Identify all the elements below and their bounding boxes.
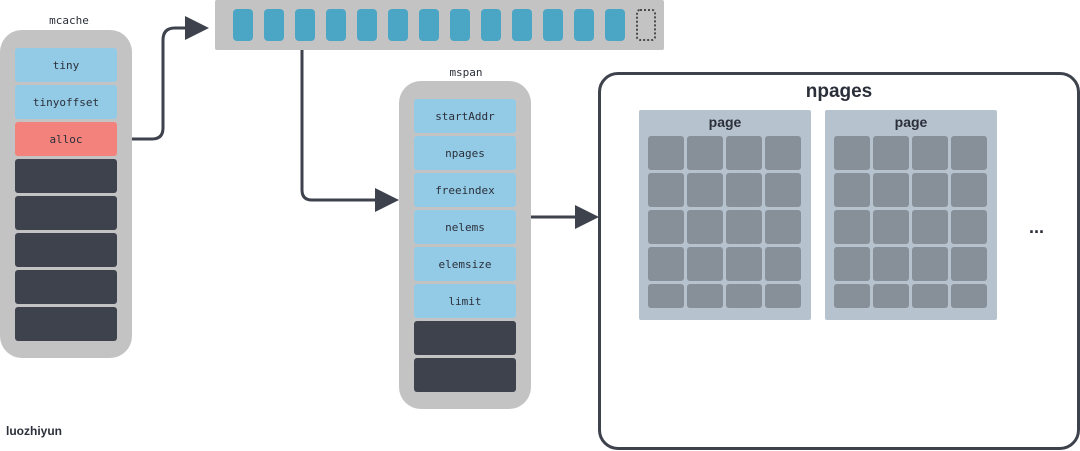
page-cell xyxy=(912,210,948,244)
array-slot xyxy=(295,9,315,41)
page-cell xyxy=(912,247,948,281)
page-cell xyxy=(765,136,801,170)
page-cell xyxy=(765,247,801,281)
mcache-field xyxy=(15,196,117,230)
page-cell xyxy=(726,247,762,281)
page-cell xyxy=(951,136,987,170)
page-cell xyxy=(834,173,870,207)
page-cell xyxy=(687,210,723,244)
mspan-struct: startAddr npages freeindex nelems elemsi… xyxy=(399,81,531,409)
page-cell xyxy=(873,284,909,308)
array-slot xyxy=(605,9,625,41)
page-cell xyxy=(873,210,909,244)
page-cell xyxy=(873,136,909,170)
alloc-to-array-arrow xyxy=(117,16,209,141)
page-cell xyxy=(912,173,948,207)
array-slot xyxy=(357,9,377,41)
page-cell xyxy=(648,136,684,170)
page-cell xyxy=(648,284,684,308)
author-label: luozhiyun xyxy=(6,424,62,438)
page-cell xyxy=(951,247,987,281)
array-slot xyxy=(574,9,594,41)
mspan-field xyxy=(414,321,516,355)
array-slot xyxy=(512,9,532,41)
mspan-field: freeindex xyxy=(414,173,516,207)
page-cell xyxy=(726,136,762,170)
page-cell xyxy=(687,247,723,281)
page-cell xyxy=(834,136,870,170)
mspan-field: elemsize xyxy=(414,247,516,281)
mspan-field: limit xyxy=(414,284,516,318)
page-cell xyxy=(687,284,723,308)
page-block: page xyxy=(825,110,997,320)
mcache-field xyxy=(15,307,117,341)
page-cell xyxy=(648,173,684,207)
page-cell xyxy=(912,136,948,170)
page-cell xyxy=(873,173,909,207)
mcache-field: tinyoffset xyxy=(15,85,117,119)
mcache-struct: tiny tinyoffset alloc xyxy=(0,30,132,358)
page-cell xyxy=(834,210,870,244)
more-pages-ellipsis: ... xyxy=(1029,217,1045,237)
mspan-field: startAddr xyxy=(414,99,516,133)
page-cell xyxy=(951,173,987,207)
array-slot xyxy=(388,9,408,41)
mcache-field xyxy=(15,270,117,304)
mcache-field xyxy=(15,233,117,267)
mspan-field: nelems xyxy=(414,210,516,244)
page-cell xyxy=(834,284,870,308)
array-slot xyxy=(481,9,501,41)
array-slot xyxy=(264,9,284,41)
page-cell xyxy=(648,210,684,244)
mcache-field xyxy=(15,159,117,193)
array-slot xyxy=(419,9,439,41)
mcache-title: mcache xyxy=(49,14,89,27)
page-cell xyxy=(687,173,723,207)
array-slot xyxy=(450,9,470,41)
page-cell xyxy=(648,247,684,281)
npages-title: npages xyxy=(805,81,873,102)
page-cell xyxy=(951,284,987,308)
mspan-field xyxy=(414,358,516,392)
page-cell xyxy=(765,284,801,308)
page-cell xyxy=(873,247,909,281)
page-cell xyxy=(687,136,723,170)
page-cell xyxy=(912,284,948,308)
mcache-field: tiny xyxy=(15,48,117,82)
npages-container: npages page page ... xyxy=(598,72,1080,450)
array-to-mspan-arrow xyxy=(300,42,399,212)
mspan-field: npages xyxy=(414,136,516,170)
page-cell xyxy=(834,247,870,281)
array-slot xyxy=(543,9,563,41)
mspan-title: mspan xyxy=(449,66,483,79)
alloc-array xyxy=(215,0,664,50)
page-cell xyxy=(726,173,762,207)
array-slot-empty xyxy=(636,9,656,41)
page-cell xyxy=(765,210,801,244)
array-slot xyxy=(233,9,253,41)
page-cell xyxy=(765,173,801,207)
page-cell xyxy=(726,210,762,244)
page-title: page xyxy=(894,114,928,130)
page-block: page xyxy=(639,110,811,320)
page-cell xyxy=(726,284,762,308)
mcache-field: alloc xyxy=(15,122,117,156)
page-cell xyxy=(951,210,987,244)
array-slot xyxy=(326,9,346,41)
page-title: page xyxy=(708,114,742,130)
